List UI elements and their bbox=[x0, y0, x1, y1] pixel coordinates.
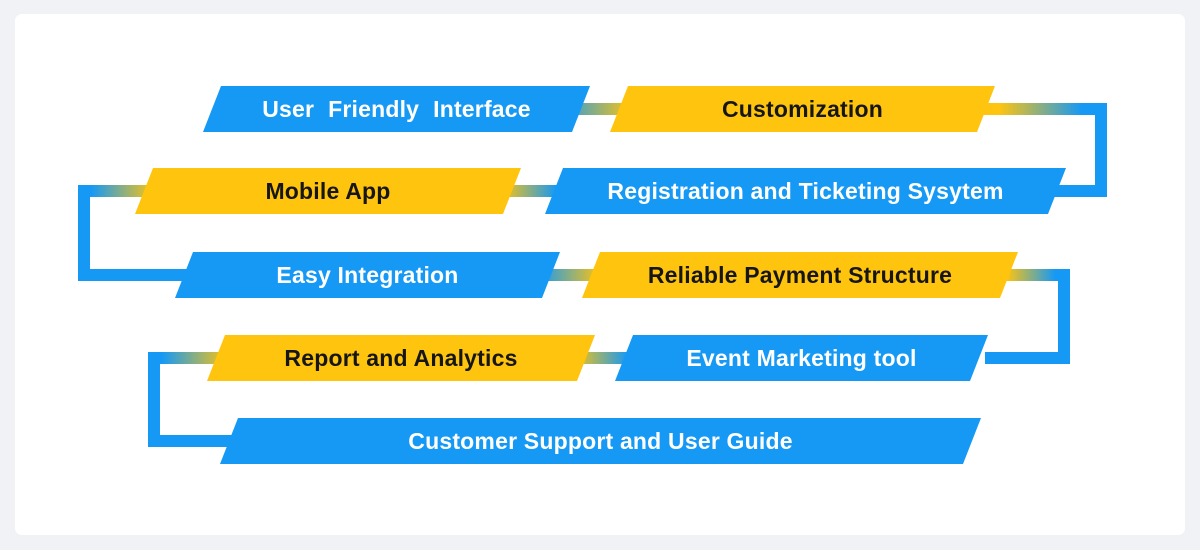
banner-customer-support-and-user-guide: Customer Support and User Guide bbox=[220, 418, 981, 464]
connector-elbow1-vertical bbox=[1095, 103, 1107, 197]
connector-elbow2-vertical bbox=[78, 185, 90, 281]
banner-registration-and-ticketing-system: Registration and Ticketing Sysytem bbox=[545, 168, 1066, 214]
banner-easy-integration: Easy Integration bbox=[175, 252, 560, 298]
banner-user-friendly-interface: User Friendly Interface bbox=[203, 86, 590, 132]
banner-customization: Customization bbox=[610, 86, 995, 132]
connector-elbow3-top bbox=[995, 269, 1070, 281]
connector-elbow2-bottom bbox=[78, 269, 208, 281]
banner-event-marketing-tool: Event Marketing tool bbox=[615, 335, 988, 381]
connector-elbow1-top bbox=[980, 103, 1107, 115]
banner-mobile-app: Mobile App bbox=[135, 168, 521, 214]
connector-elbow3-bottom bbox=[985, 352, 1070, 364]
connector-elbow4-vertical bbox=[148, 352, 160, 447]
banner-reliable-payment-structure: Reliable Payment Structure bbox=[582, 252, 1018, 298]
banner-report-and-analytics: Report and Analytics bbox=[207, 335, 595, 381]
connector-elbow3-vertical bbox=[1058, 269, 1070, 364]
